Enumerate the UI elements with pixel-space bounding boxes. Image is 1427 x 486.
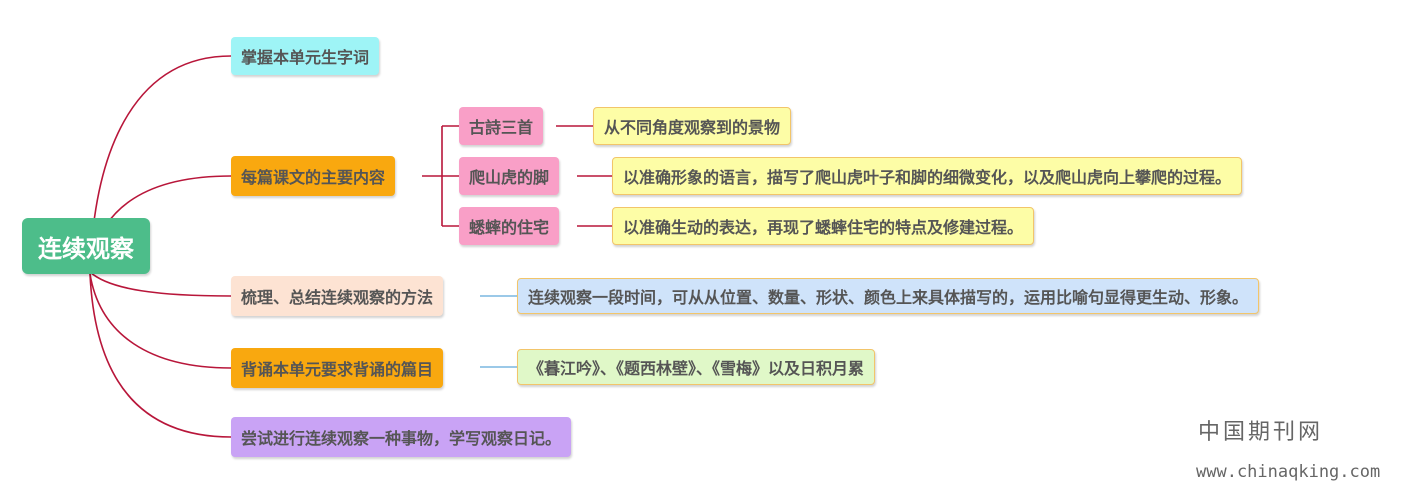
sub-cricket-house[interactable]: 蟋蟀的住宅 xyxy=(459,207,560,245)
branch-lesson-contents[interactable]: 每篇课文的主要内容 xyxy=(231,156,396,196)
branch-recitation[interactable]: 背诵本单元要求背诵的篇目 xyxy=(231,348,444,388)
detail-ancient-poems[interactable]: 从不同角度观察到的景物 xyxy=(593,107,792,145)
link-root-branch-4 xyxy=(89,273,232,369)
link-root-branch-5 xyxy=(89,273,232,438)
branch-observation-method[interactable]: 梳理、总结连续观察的方法 xyxy=(231,276,444,316)
link-root-branch-3 xyxy=(89,271,232,297)
sub-ancient-poems[interactable]: 古詩三首 xyxy=(459,107,544,145)
detail-observation-method[interactable]: 连续观察一段时间，可从从位置、数量、形状、颜色上来具体描写的，运用比喻句显得更生… xyxy=(517,278,1260,314)
watermark-url: www.chinaqking.com xyxy=(1196,462,1381,482)
watermark-title: 中国期刊网 xyxy=(1198,420,1324,445)
branch-observation-diary[interactable]: 尝试进行连续观察一种事物，学写观察日记。 xyxy=(231,417,572,457)
link-branch-2-sub xyxy=(422,125,459,227)
branch-master-vocabulary[interactable]: 掌握本单元生字词 xyxy=(231,37,380,75)
sub-ivy-feet[interactable]: 爬山虎的脚 xyxy=(459,157,560,195)
detail-cricket-house[interactable]: 以准确生动的表达，再现了蟋蟀住宅的特点及修建过程。 xyxy=(612,207,1035,245)
detail-recitation[interactable]: 《暮江吟》、《题西林壁》、《雪梅》以及日积月累 xyxy=(517,349,876,385)
root-node[interactable]: 连续观察 xyxy=(22,218,150,274)
detail-ivy-feet[interactable]: 以准确形象的语言，描写了爬山虎叶子和脚的细微变化，以及爬山虎向上攀爬的过程。 xyxy=(612,157,1243,195)
